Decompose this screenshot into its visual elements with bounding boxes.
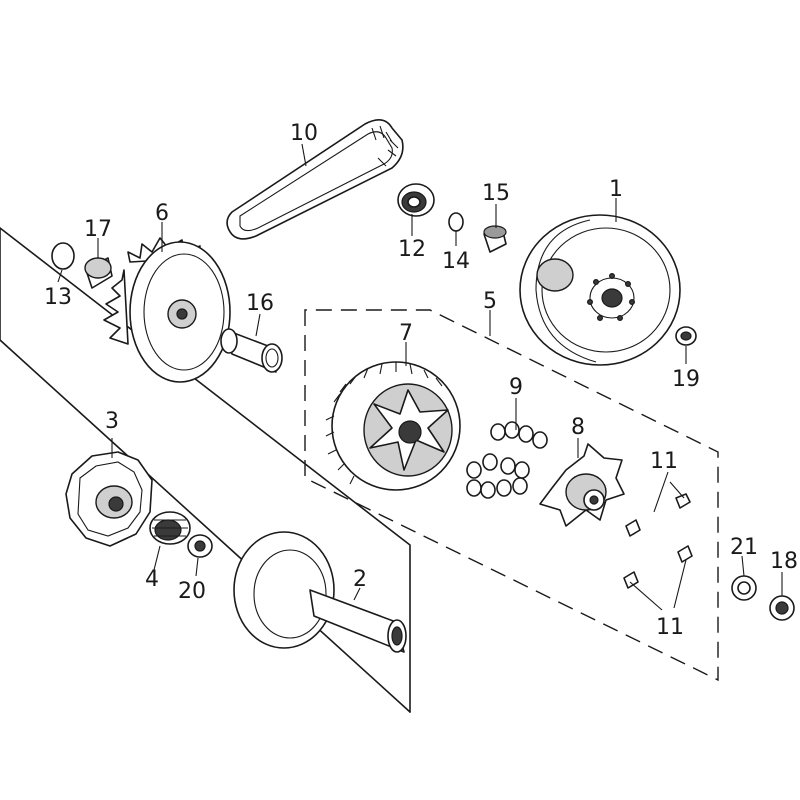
callout-16: 16 [246, 291, 274, 316]
callout-10: 10 [290, 121, 318, 146]
callout-2: 2 [353, 567, 367, 592]
callout-5: 5 [483, 289, 497, 314]
fixed-driving-face [519, 214, 681, 366]
leader-lines [57, 143, 783, 611]
o-ring-small [448, 212, 464, 232]
callout-14: 14 [442, 249, 470, 274]
callout-9: 9 [509, 375, 523, 400]
lock-nut-small [675, 326, 697, 346]
needle-bearing [149, 511, 191, 545]
movable-drive-face [325, 361, 461, 491]
callout-7: 7 [399, 321, 413, 346]
callout-19: 19 [672, 367, 700, 392]
washer [731, 575, 757, 601]
ball-bearing [187, 534, 213, 558]
ramp-plate [539, 443, 625, 527]
clutch-shoe-assembly [65, 451, 153, 547]
bushing [84, 257, 113, 289]
driven-sleeve [220, 328, 283, 373]
callout-11-lower: 11 [656, 615, 684, 640]
callout-3: 3 [105, 409, 119, 434]
o-ring-large [51, 242, 75, 270]
callout-17: 17 [84, 217, 112, 242]
clutch-outer-shaft [233, 531, 407, 653]
slider-pieces [623, 493, 693, 589]
fixed-driven-face-fan [103, 237, 231, 383]
callout-labels: 1 2 3 4 5 6 7 8 9 10 11 11 12 13 14 15 1… [44, 121, 798, 640]
callout-1: 1 [609, 177, 623, 202]
oil-seal [397, 183, 435, 217]
callout-11-upper: 11 [650, 449, 678, 474]
callout-20: 20 [178, 579, 206, 604]
callout-4: 4 [145, 567, 159, 592]
drive-nut [769, 595, 795, 621]
group-frame-drive-assembly-dashed [304, 309, 719, 682]
callout-8: 8 [571, 415, 585, 440]
group-frame-driven-pulley-lower [0, 339, 411, 713]
drive-belt [226, 119, 404, 240]
callout-12: 12 [398, 237, 426, 262]
callout-6: 6 [155, 201, 169, 226]
callout-13: 13 [44, 285, 72, 310]
callout-21: 21 [730, 535, 758, 560]
weight-rollers [466, 421, 548, 499]
callout-15: 15 [482, 181, 510, 206]
callout-18: 18 [770, 549, 798, 574]
bearing-collar [483, 225, 507, 253]
